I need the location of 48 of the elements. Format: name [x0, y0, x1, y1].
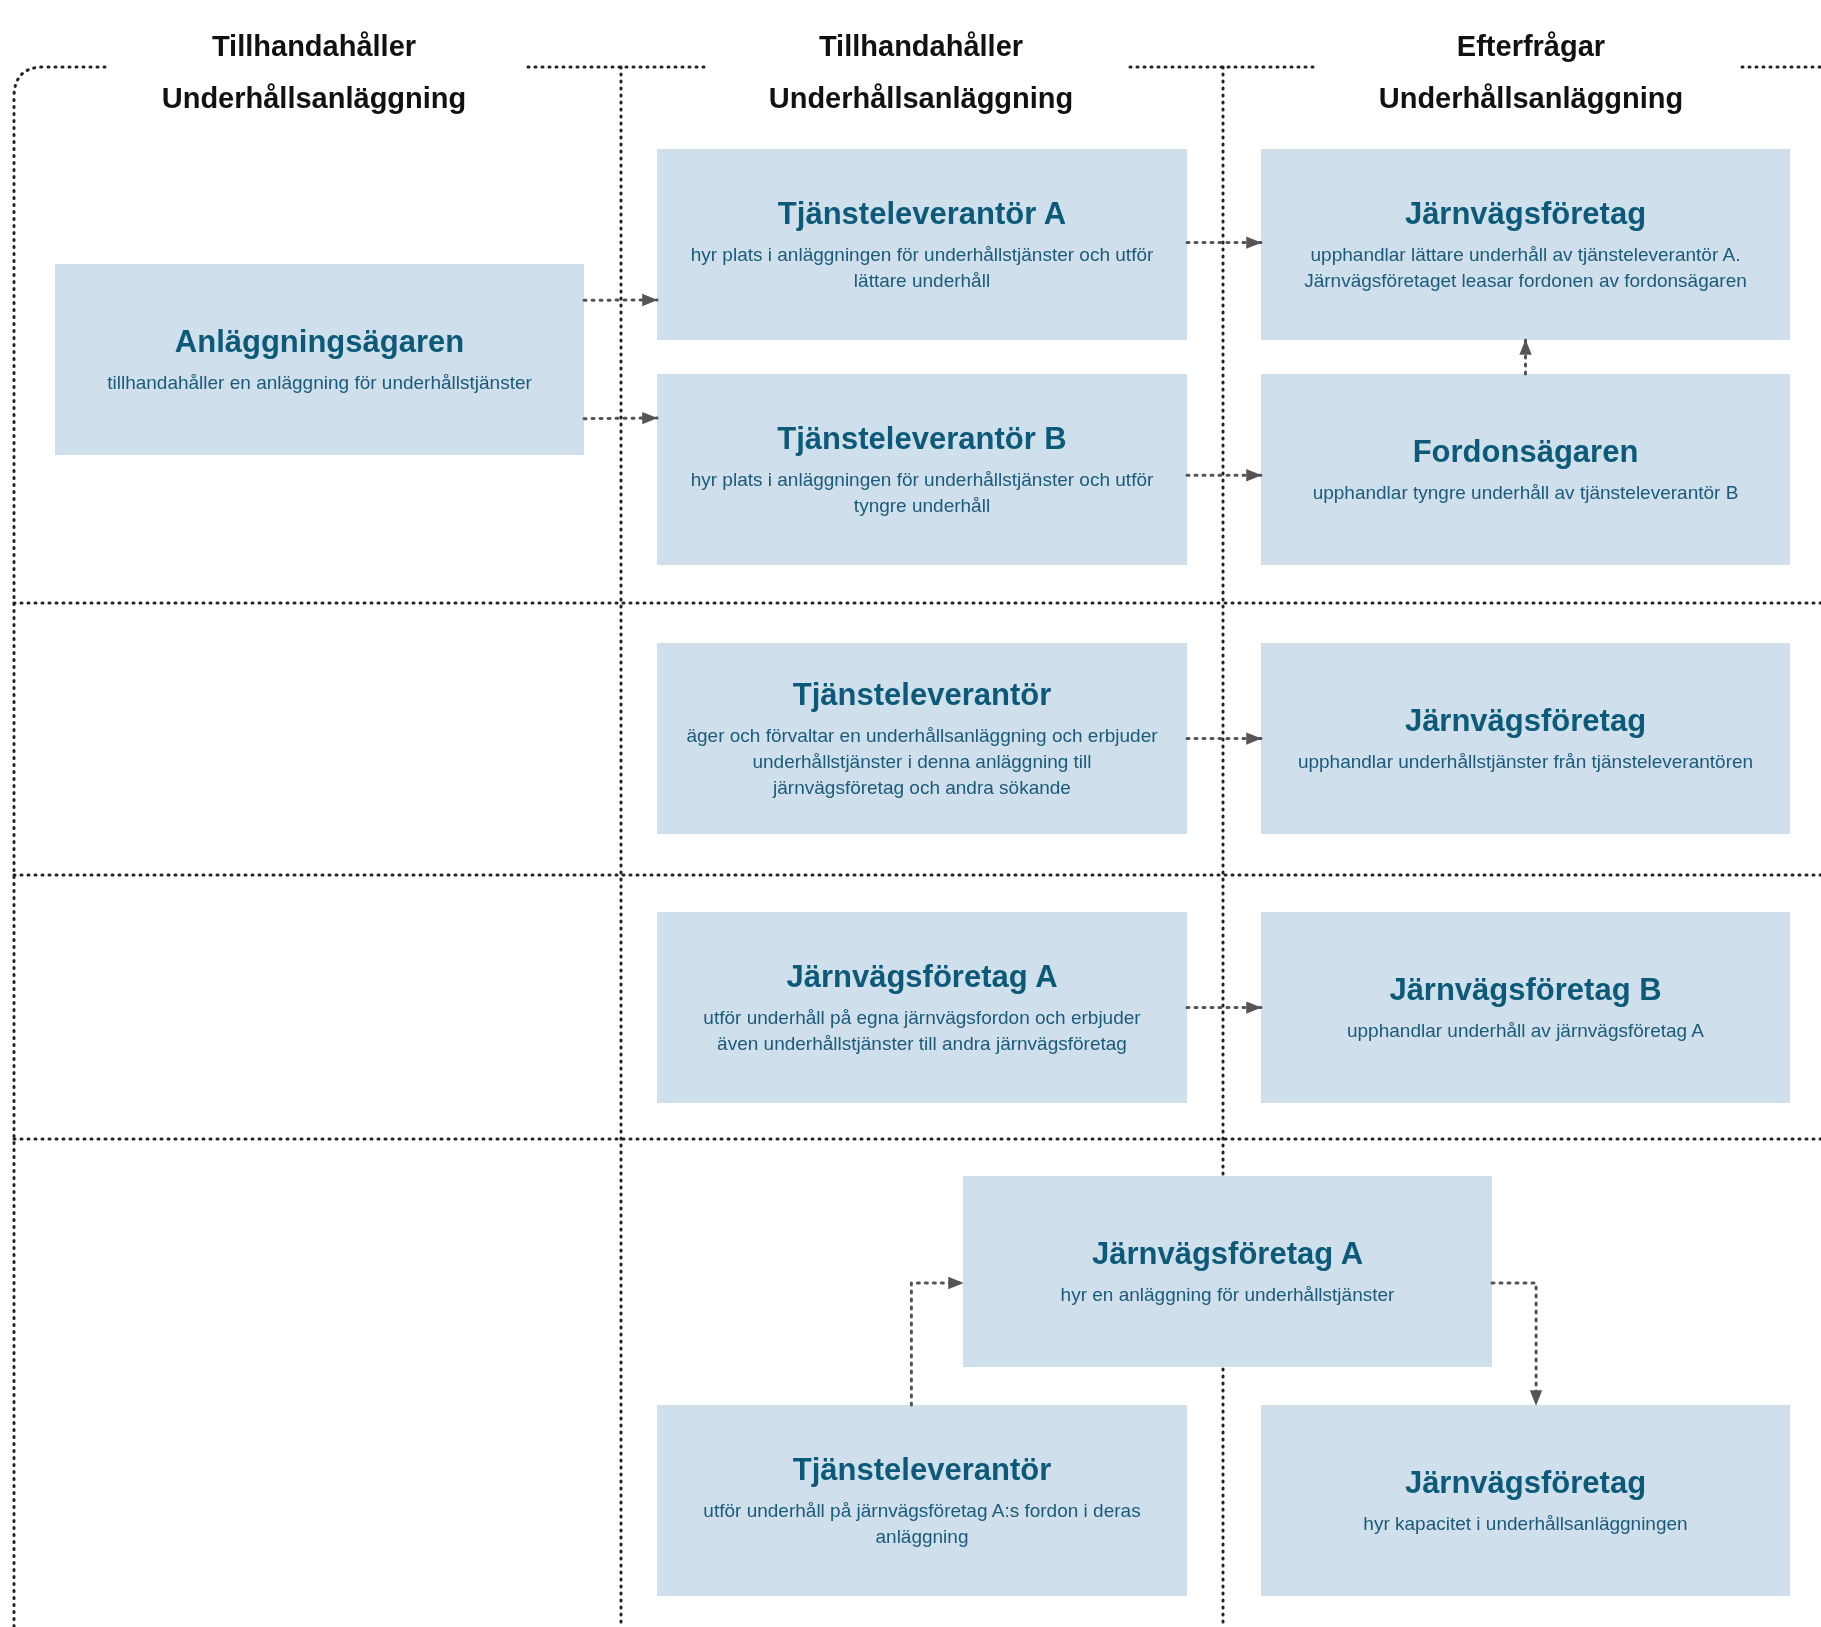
- box-title: Tjänsteleverantör B: [777, 420, 1067, 457]
- process-box: [657, 374, 1187, 565]
- dotted-arrow: [1185, 732, 1263, 745]
- dotted-arrow: [582, 411, 659, 425]
- column-heading: Tillhandahåller Underhållsanläggning: [767, 29, 1075, 116]
- box-description: upphandlar underhåll av järnvägsföretag A: [1347, 1018, 1704, 1043]
- box-description: upphandlar lättare underhåll av tjänsteleverantör A. Järnvägsföretaget leasar fordonen av fordonsägaren: [1303, 242, 1748, 293]
- box-description: hyr en anläggning för underhållstjänster: [1060, 1282, 1395, 1307]
- box-title: Järnvägsföretag B: [1389, 971, 1662, 1008]
- box-description: hyr plats i anläggningen för underhållstjänster och utför lättare underhåll: [689, 242, 1155, 293]
- process-box: [1261, 149, 1790, 340]
- dotted-arrow: [1185, 236, 1263, 249]
- box-title: Anläggningsägaren: [174, 323, 465, 360]
- dotted-arrow: [1185, 469, 1263, 482]
- box-description: upphandlar underhållstjänster från tjänsteleverantören: [1297, 749, 1754, 774]
- box-title: Järnvägsföretag: [1404, 702, 1647, 739]
- process-box: [657, 1405, 1187, 1596]
- box-title: Fordonsägaren: [1412, 433, 1639, 470]
- process-box: [1261, 1405, 1790, 1596]
- dotted-arrow: [1519, 338, 1532, 376]
- process-box: [55, 264, 584, 455]
- box-title: Tjänsteleverantör: [792, 676, 1052, 713]
- dotted-arrow: [909, 1276, 965, 1407]
- process-box: [657, 643, 1187, 834]
- box-title: Tjänsteleverantör: [792, 1451, 1052, 1488]
- box-description: äger och förvaltar en underhållsanläggning och erbjuder underhållstjänster i denna anläggning till järnvägsföretag och andra sökande: [685, 723, 1159, 800]
- column-heading: Efterfrågar Underhållsanläggning: [1377, 29, 1685, 116]
- box-description: utför underhåll på järnvägsföretag A:s fordon i deras anläggning: [702, 1498, 1142, 1549]
- box-description: hyr kapacitet i underhållsanläggningen: [1363, 1511, 1688, 1536]
- box-title: Järnvägsföretag A: [786, 958, 1058, 995]
- process-box: [1261, 643, 1790, 834]
- box-title: Järnvägsföretag: [1404, 195, 1647, 232]
- process-box: [1261, 374, 1790, 565]
- process-box: [657, 912, 1187, 1103]
- box-description: utför underhåll på egna järnvägsfordon och erbjuder även underhållstjänster till andra järnvägsföretag: [702, 1005, 1142, 1056]
- box-title: Tjänsteleverantör A: [777, 195, 1067, 232]
- box-description: hyr plats i anläggningen för underhållstjänster och utför tyngre underhåll: [689, 467, 1155, 518]
- process-box: [963, 1176, 1492, 1367]
- process-box: [1261, 912, 1790, 1103]
- process-box: [657, 149, 1187, 340]
- box-title: Järnvägsföretag: [1404, 1464, 1647, 1501]
- box-description: upphandlar tyngre underhåll av tjänsteleverantör B: [1312, 480, 1739, 505]
- box-title: Järnvägsföretag A: [1091, 1235, 1364, 1272]
- dotted-arrow: [582, 293, 659, 307]
- box-description: tillhandahåller en anläggning för underhållstjänster: [107, 370, 532, 395]
- dotted-arrow: [1185, 1001, 1263, 1014]
- dotted-arrow: [1490, 1281, 1543, 1407]
- column-heading: Tillhandahåller Underhållsanläggning: [160, 29, 468, 116]
